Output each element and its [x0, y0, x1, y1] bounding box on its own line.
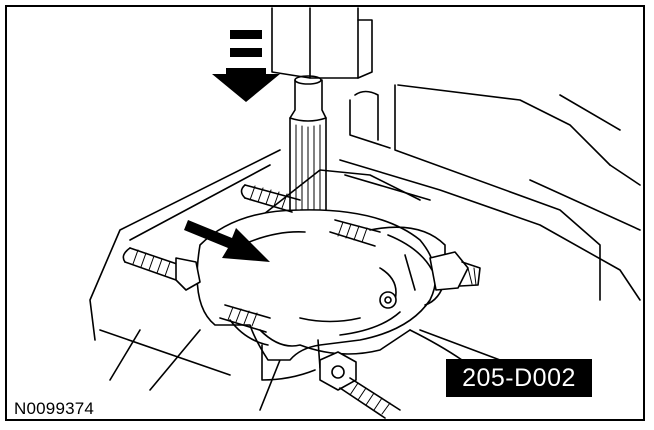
transmission-housing: [89, 84, 641, 411]
figure-id-label: N0099374: [14, 399, 95, 418]
tool-number-label: 205-D002: [446, 359, 592, 397]
input-shaft: [289, 75, 327, 286]
bearing-splitter: [196, 209, 446, 381]
tool-leader-line: [409, 329, 463, 361]
pointer-arrow-icon: [184, 220, 270, 262]
press-direction-arrow-icon: [212, 30, 280, 102]
splitter-bolts: [122, 184, 481, 419]
press-ram: [271, 7, 373, 79]
